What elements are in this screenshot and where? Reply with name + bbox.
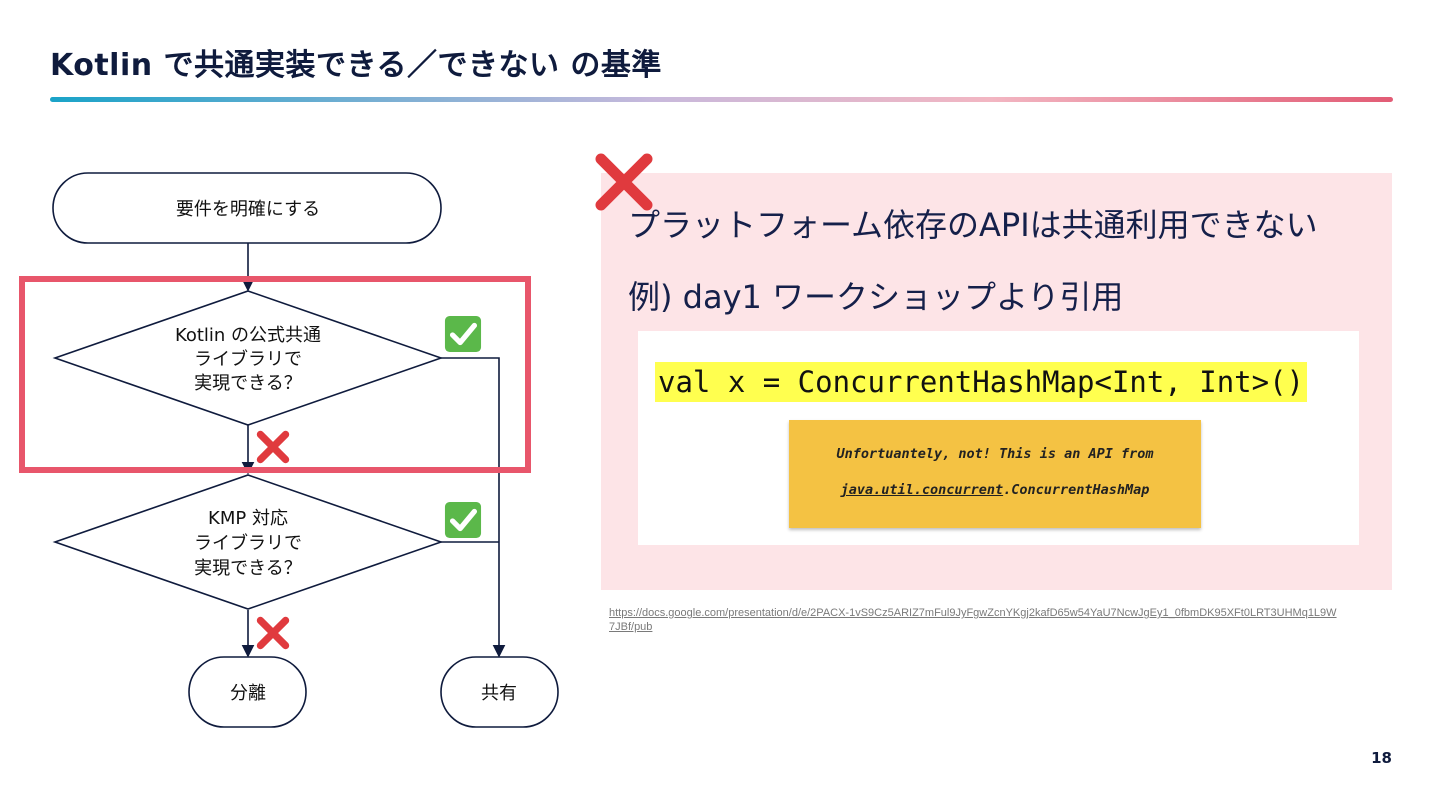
decision1-line1: Kotlin の公式共通 [175, 325, 321, 346]
end-separate-terminal [188, 656, 307, 728]
cross-mark-icon [260, 434, 285, 459]
decision2-line1: KMP 対応 [208, 508, 288, 529]
flowchart: 要件を明確にする Kotlin の公式共通 ライブラリで 実現できる？ KMP … [19, 172, 559, 728]
title-underline [50, 97, 1393, 102]
decision2-diamond [52, 474, 444, 610]
end-share-label: 共有 [481, 683, 517, 704]
decision1-line3: 実現できる？ [194, 373, 302, 394]
cross-mark-icon [260, 620, 285, 645]
end-separate-label: 分離 [230, 683, 266, 704]
check-mark-icon [445, 502, 481, 538]
code-screenshot: val x = ConcurrentHashMap<Int, Int>() Un… [638, 331, 1359, 545]
decision1-line2: ライブラリで [194, 348, 302, 370]
slide-title: Kotlin で共通実装できる／できない の基準 [50, 48, 662, 83]
decision2-line2: ライブラリで [194, 532, 302, 554]
source-link[interactable]: https://docs.google.com/presentation/d/e… [609, 607, 1337, 633]
error-note-line2: java.util.concurrent.ConcurrentHashMap [789, 482, 1201, 498]
cross-mark-icon [595, 153, 653, 211]
connector-decision1-share [441, 357, 506, 658]
panel-example-label: 例) day1 ワークショップより引用 [628, 278, 1124, 316]
error-note-line1: Unfortuantely, not! This is an API from [836, 446, 1154, 462]
page-number: 18 [1371, 749, 1392, 767]
highlight-box [19, 276, 531, 473]
check-mark-icon [445, 316, 481, 352]
start-terminal [52, 172, 442, 244]
java-util-concurrent-link[interactable]: java.util.concurrent [840, 482, 1004, 498]
code-line: val x = ConcurrentHashMap<Int, Int>() [655, 362, 1308, 402]
error-note-suffix: .ConcurrentHashMap [1003, 482, 1150, 498]
start-label: 要件を明確にする [176, 199, 320, 220]
decision1-diamond [52, 290, 444, 426]
end-share-terminal [440, 656, 559, 728]
panel-heading: プラットフォーム依存のAPIは共通利用できない [628, 206, 1318, 244]
error-note: Unfortuantely, not! This is an API from … [789, 420, 1201, 528]
decision2-line3: 実現できる？ [194, 558, 302, 579]
